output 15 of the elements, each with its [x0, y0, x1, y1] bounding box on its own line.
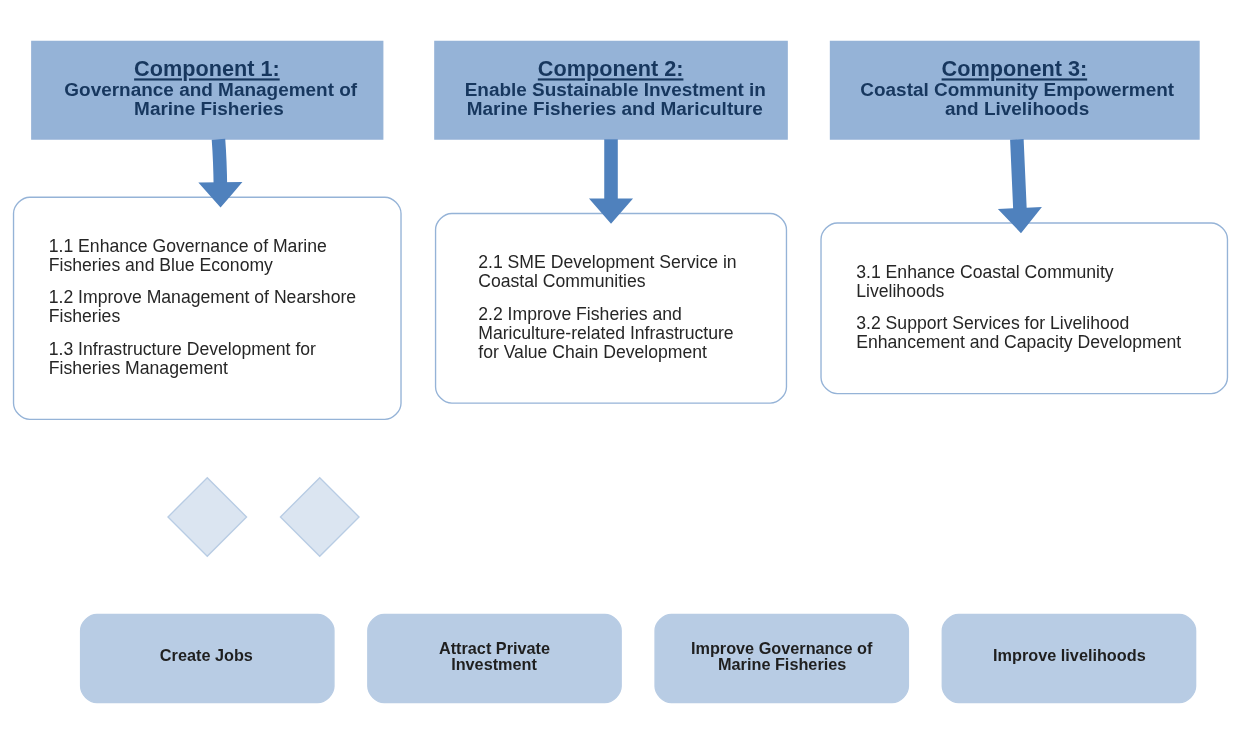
- node-box: 3.1 Enhance Coastal Community Livelihoods 3.2 Support Services for Livelihood Enhancement and Capacity Development: [820, 222, 1229, 395]
- node-box: Create Jobs: [79, 613, 335, 704]
- node-box: Improve Governance of Marine Fisheries: [654, 613, 910, 704]
- node-box: Component 2: Enable Sustainable Investment in Marine Fisheries and Mariculture: [434, 40, 788, 140]
- node-box: Improve livelihoods: [941, 613, 1197, 704]
- node-box: 1.1 Enhance Governance of Marine Fisheries and Blue Economy 1.2 Improve Management of Nearshore Fisheries 1.3 Infrastructure Development for Fisheries Management: [12, 196, 402, 421]
- node-diamond: [279, 476, 360, 558]
- arrow: [997, 139, 1042, 234]
- node-box: Attract Private Investment: [367, 613, 622, 704]
- node-diamond: [167, 476, 248, 558]
- arrow: [198, 138, 243, 208]
- node-box: Component 3: Coastal Community Empowerment and Livelihoods: [829, 40, 1200, 140]
- arrow: [588, 139, 634, 224]
- node-box: Component 1: Governance and Management of Marine Fisheries: [31, 40, 384, 140]
- node-box: 2.1 SME Development Service in Coastal Communities 2.2 Improve Fisheries and Mariculture-related Infrastructure for Value Chain Development: [434, 212, 788, 404]
